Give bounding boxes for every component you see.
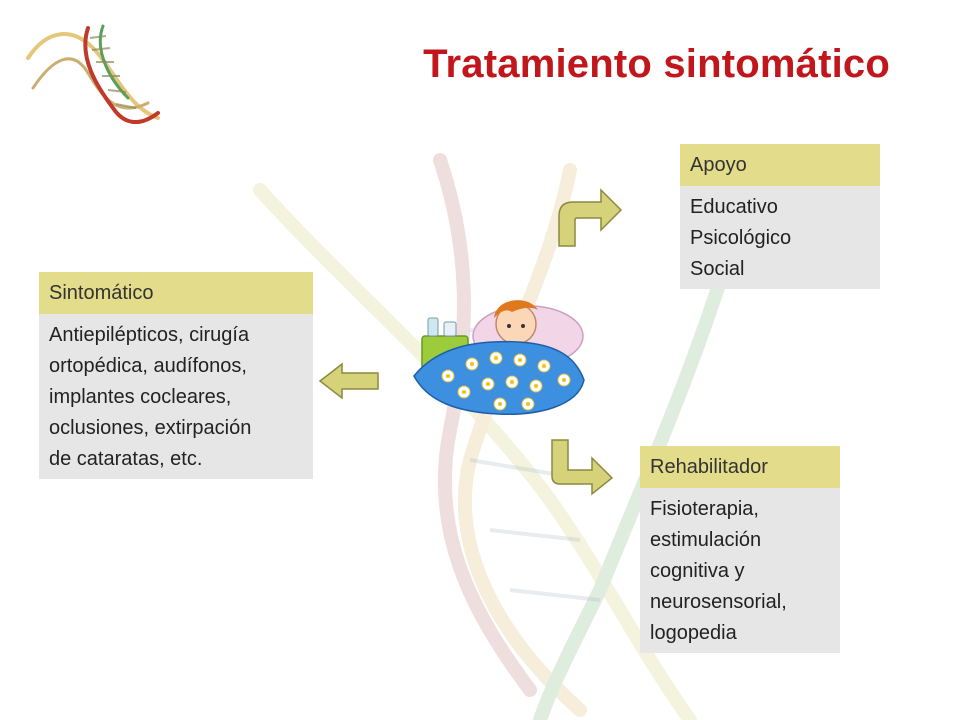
apoyo-line: Psicológico	[690, 227, 792, 249]
sintomatico-line: ortopédica, audífonos,	[49, 355, 247, 377]
rehabilitador-body: Fisioterapia, estimulación cognitiva y n…	[640, 488, 840, 653]
sintomatico-line: Antiepilépticos, cirugía	[49, 324, 250, 346]
rehabilitador-line: estimulación	[650, 529, 762, 551]
rehabilitador-line: Fisioterapia,	[650, 498, 759, 520]
dna-logo-icon	[26, 24, 160, 124]
apoyo-header: Apoyo	[680, 144, 880, 186]
sick-child-in-bed-illustration	[413, 300, 585, 415]
rehabilitador-line: cognitiva y	[650, 560, 745, 582]
apoyo-box: Apoyo Educativo Psicológico Social	[680, 144, 880, 289]
sintomatico-header: Sintomático	[39, 272, 313, 314]
rehabilitador-header: Rehabilitador	[640, 446, 840, 488]
rehabilitador-line: logopedia	[650, 622, 737, 644]
apoyo-line: Social	[690, 258, 745, 280]
rehabilitador-line: neurosensorial,	[650, 591, 787, 613]
sintomatico-body: Antiepilépticos, cirugía ortopédica, aud…	[39, 314, 313, 479]
sintomatico-line: de cataratas, etc.	[49, 448, 203, 470]
sintomatico-line: oclusiones, extirpación	[49, 417, 252, 439]
rehabilitador-box: Rehabilitador Fisioterapia, estimulación…	[640, 446, 840, 653]
page-title: Tratamiento sintomático	[423, 42, 890, 86]
sintomatico-line: implantes cocleares,	[49, 386, 232, 408]
apoyo-line: Educativo	[690, 196, 778, 218]
arrow-left-icon	[318, 362, 379, 400]
bent-arrow-up-right-icon	[558, 188, 623, 247]
bent-arrow-down-right-icon	[551, 439, 614, 496]
sintomatico-box: Sintomático Antiepilépticos, cirugía ort…	[39, 272, 313, 479]
apoyo-body: Educativo Psicológico Social	[680, 186, 880, 289]
